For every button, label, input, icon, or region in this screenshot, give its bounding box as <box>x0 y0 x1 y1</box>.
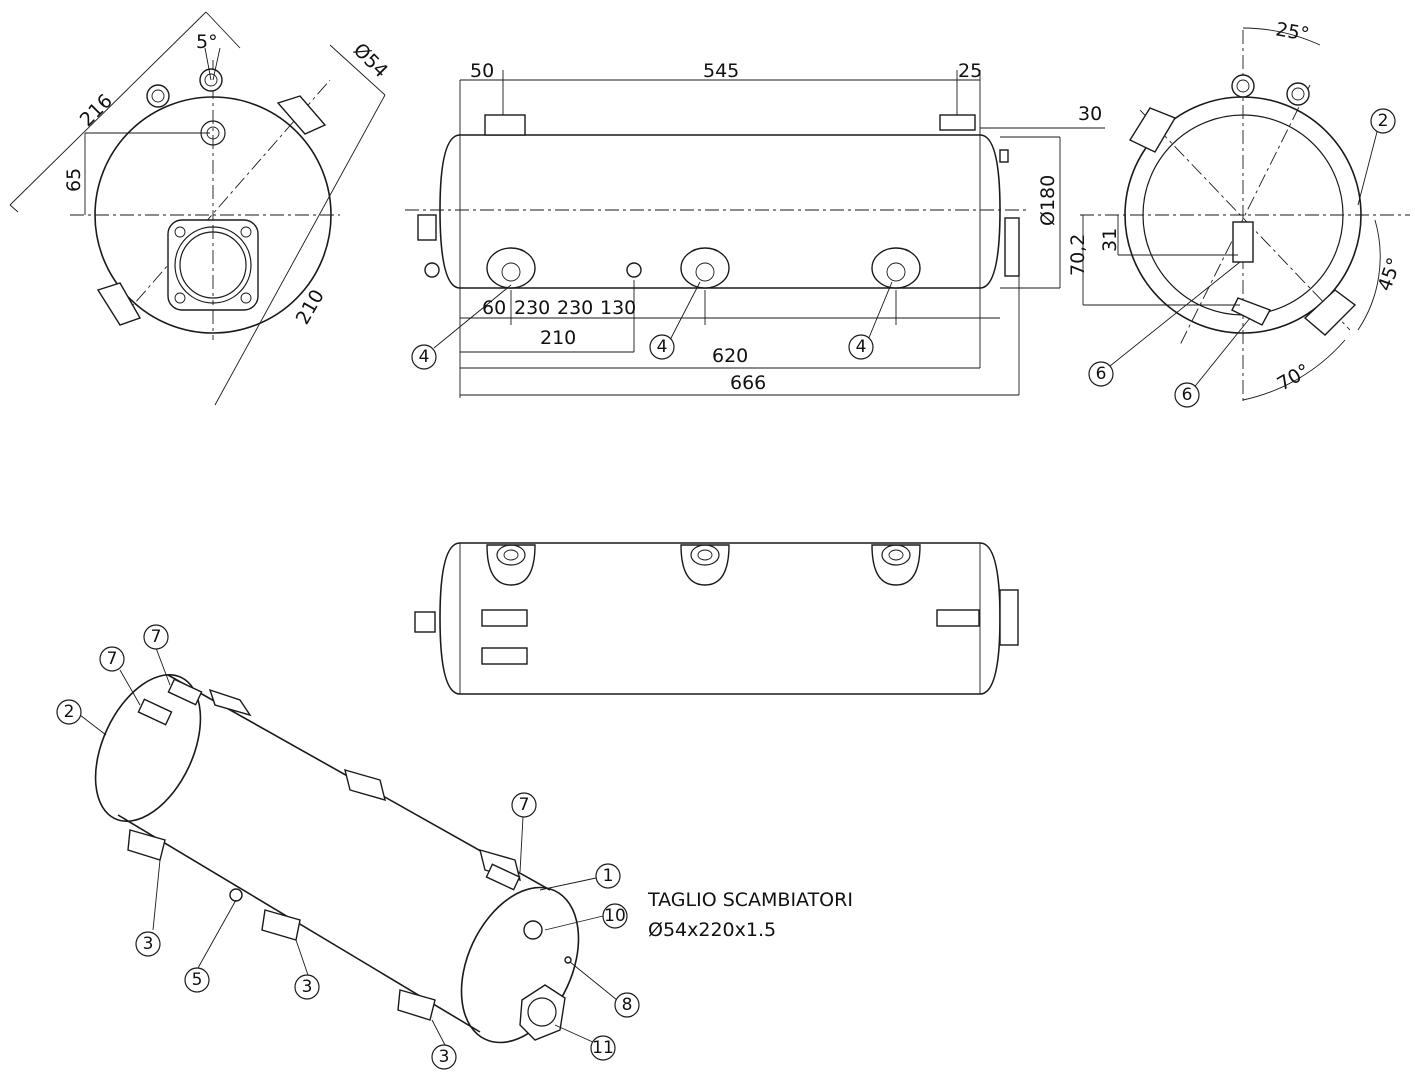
svg-text:2: 2 <box>1378 111 1389 131</box>
svg-text:7: 7 <box>151 627 162 647</box>
callout-iso-2: 2 <box>56 699 82 725</box>
callout-iso-7c: 7 <box>511 792 537 818</box>
svg-text:3: 3 <box>302 977 313 997</box>
svg-text:11: 11 <box>592 1038 614 1058</box>
dim-25: 25 <box>958 60 982 82</box>
dim-230-a: 230 <box>514 297 550 319</box>
callout-iso-7a: 7 <box>143 624 169 650</box>
svg-text:4: 4 <box>856 337 867 357</box>
callout-iso-8: 8 <box>614 992 640 1018</box>
dim-210-front: 210 <box>540 327 576 349</box>
dim-50: 50 <box>470 60 494 82</box>
svg-text:6: 6 <box>1096 364 1107 384</box>
dim-130: 130 <box>600 297 636 319</box>
callout-iso-10: 10 <box>602 903 628 929</box>
callout-iso-1: 1 <box>595 863 621 889</box>
dim-666: 666 <box>730 372 766 394</box>
dim-dia180: Ø180 <box>1037 175 1059 226</box>
left-end-view: 5° 216 65 Ø54 210 <box>9 11 392 406</box>
dim-545: 545 <box>703 60 739 82</box>
svg-text:10: 10 <box>604 906 626 926</box>
front-view: 50 545 25 30 Ø180 70,2 60 230 230 130 21… <box>405 60 1105 398</box>
dim-angle-45: 45° <box>1374 255 1406 294</box>
dim-65: 65 <box>63 168 85 192</box>
dim-angle-5: 5° <box>196 31 218 53</box>
dim-30: 30 <box>1078 103 1102 125</box>
dim-angle-70: 70° <box>1274 360 1314 396</box>
isometric-view: 7 7 2 7 1 10 8 11 3 5 3 <box>56 624 640 1070</box>
callout-iso-7b: 7 <box>99 646 125 672</box>
dim-angle-25: 25° <box>1274 18 1311 46</box>
svg-text:3: 3 <box>439 1047 450 1067</box>
callout-iso-3c: 3 <box>431 1044 457 1070</box>
dim-210-left: 210 <box>292 286 329 328</box>
right-end-view: 25° 31 45° 70° 2 6 6 <box>1080 18 1410 408</box>
svg-text:5: 5 <box>192 970 203 990</box>
note-line-1: TAGLIO SCAMBIATORI <box>647 889 853 911</box>
callout-front-4b: 4 <box>649 334 675 360</box>
svg-text:8: 8 <box>622 995 633 1015</box>
dim-60: 60 <box>482 297 506 319</box>
callout-right-6b: 6 <box>1174 382 1200 408</box>
svg-text:3: 3 <box>143 934 154 954</box>
dim-31: 31 <box>1099 228 1121 252</box>
dim-230-b: 230 <box>557 297 593 319</box>
callout-right-6a: 6 <box>1088 361 1114 387</box>
svg-text:4: 4 <box>657 337 668 357</box>
dim-216: 216 <box>76 90 117 131</box>
callout-front-4c: 4 <box>848 334 874 360</box>
dim-70-2: 70,2 <box>1067 234 1089 276</box>
callout-right-2: 2 <box>1370 108 1396 134</box>
callout-iso-3b: 3 <box>294 974 320 1000</box>
dim-dia54: Ø54 <box>349 39 392 82</box>
note-line-2: Ø54x220x1.5 <box>648 919 776 941</box>
bottom-view <box>414 542 1019 695</box>
svg-text:7: 7 <box>519 795 530 815</box>
svg-text:6: 6 <box>1182 385 1193 405</box>
callout-iso-3a: 3 <box>135 931 161 957</box>
callout-front-4a: 4 <box>411 344 437 370</box>
svg-text:2: 2 <box>64 702 75 722</box>
svg-text:7: 7 <box>107 649 118 669</box>
svg-text:1: 1 <box>603 866 614 886</box>
svg-text:4: 4 <box>419 347 430 367</box>
dim-620: 620 <box>712 345 748 367</box>
callout-iso-11: 11 <box>590 1035 616 1061</box>
callout-iso-5: 5 <box>184 967 210 993</box>
